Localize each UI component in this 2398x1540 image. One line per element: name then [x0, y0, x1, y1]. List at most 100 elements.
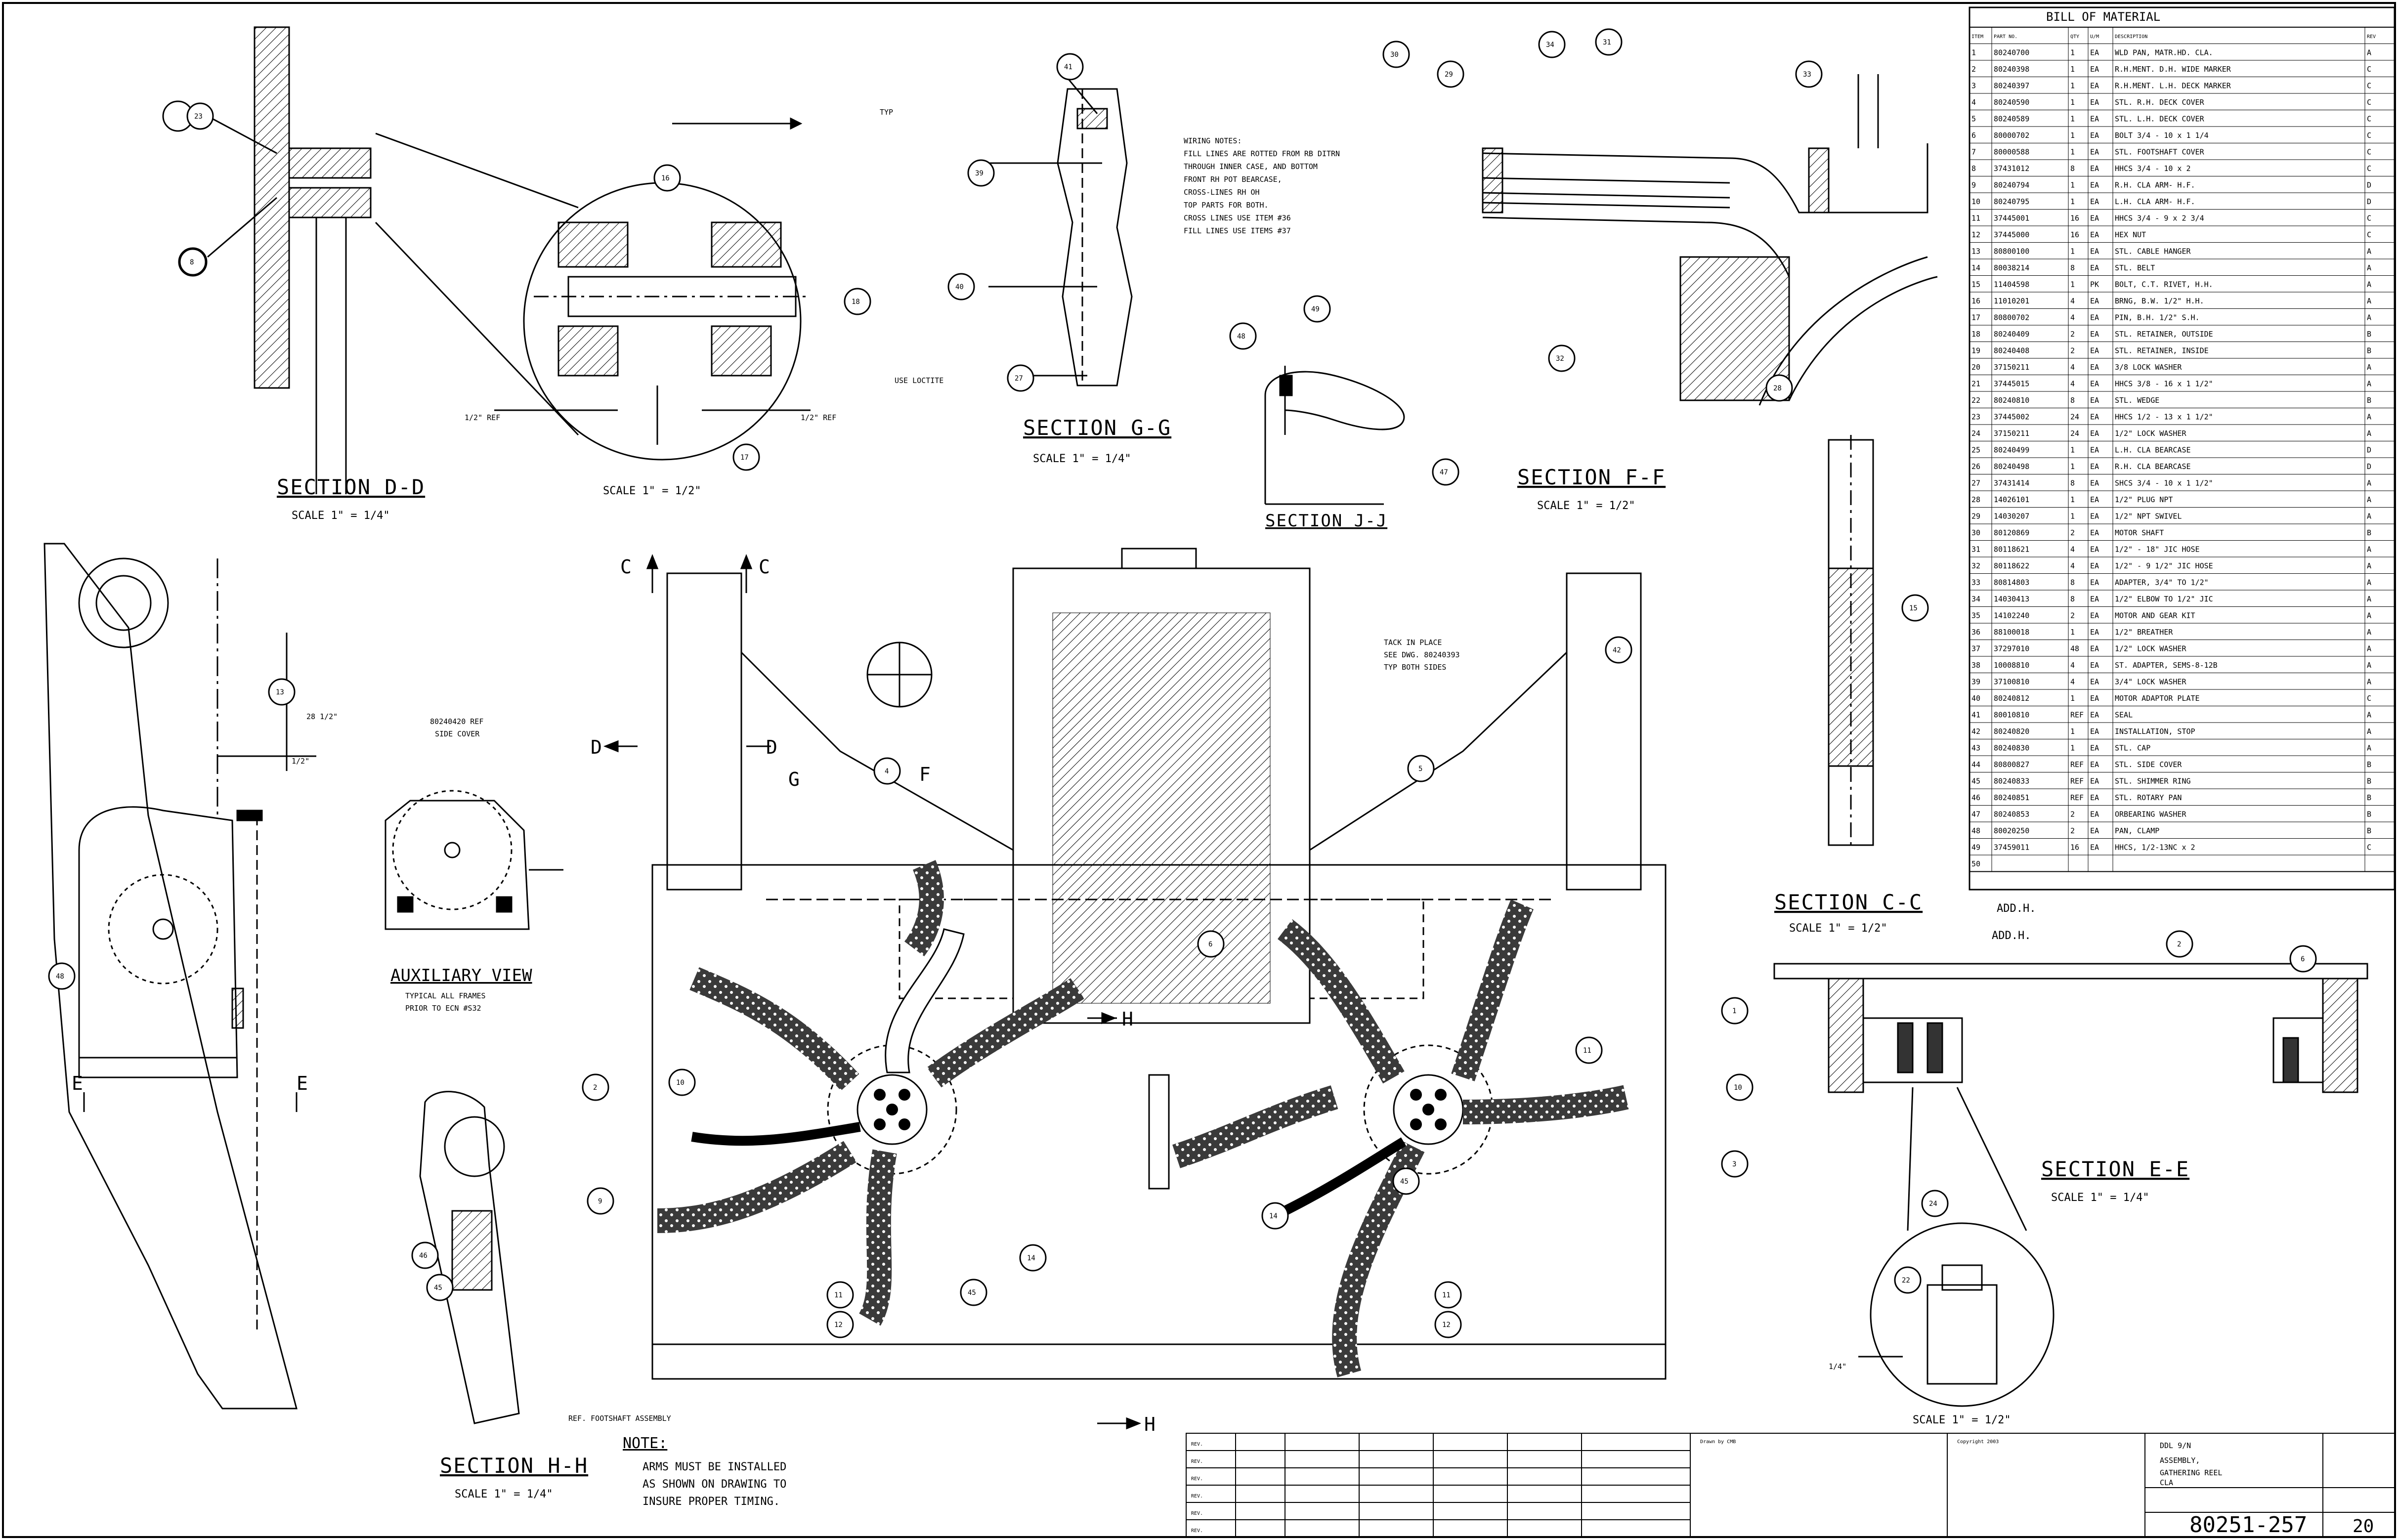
bom-cell: 1 [2070, 197, 2075, 206]
bom-cell: 1 [2070, 181, 2075, 190]
bom-cell: 80240590 [1994, 98, 2029, 107]
bom-cell: STL. FOOTSHAFT COVER [2115, 148, 2205, 157]
balloon-45b-main: 45 [1400, 1178, 1409, 1186]
d-detail-scale: SCALE 1" = 1/2" [603, 485, 701, 497]
section-e-e-title: SECTION E-E [2041, 1157, 2189, 1181]
bom-cell: 49 [1971, 843, 1980, 852]
bom-cell: EA [2090, 380, 2099, 388]
bom-cell: 80118622 [1994, 561, 2029, 570]
balloon-41-g: 41 [1064, 63, 1072, 71]
section-g-g-scale: SCALE 1" = 1/4" [1033, 453, 1131, 465]
bom-cell: MOTOR AND GEAR KIT [2115, 611, 2195, 620]
bom-cell: STL. R.H. DECK COVER [2115, 98, 2205, 107]
bom-cell: 14 [1971, 263, 1980, 272]
bom-cell: 4 [2070, 297, 2075, 305]
c-label-addh-1: ADD.H. [1997, 902, 2036, 915]
bom-cell: 16 [1971, 297, 1980, 305]
bom-cell: 3/8 LOCK WASHER [2115, 363, 2182, 372]
balloon-6-e: 6 [2301, 955, 2305, 963]
bom-cell: STL. SIDE COVER [2115, 760, 2182, 769]
title-copyright: Copyright 2003 [1957, 1439, 1999, 1445]
balloon-2-e: 2 [2177, 941, 2181, 948]
balloon-39-g: 39 [975, 170, 984, 177]
bom-cell: 37459011 [1994, 843, 2029, 852]
bom-header-cell: PART NO. [1994, 34, 2017, 40]
bom-cell: EA [2090, 148, 2099, 157]
bom-cell: 80800827 [1994, 760, 2029, 769]
bom-cell: B [2367, 826, 2371, 835]
tack-note-2: SEE DWG. 80240393 [1384, 650, 1460, 659]
bom-cell: 80240833 [1994, 777, 2029, 786]
bom-cell: BRNG, B.W. 1/2" H.H. [2115, 297, 2204, 305]
bom-cell: B [2367, 330, 2371, 339]
bom-cell: B [2367, 793, 2371, 802]
bom-cell: 17 [1971, 313, 1980, 322]
section-h-h-balloons [411, 1241, 454, 1301]
bom-cell: EA [2090, 810, 2099, 819]
bom-cell: 80240812 [1994, 694, 2029, 703]
balloon-9-main: 9 [598, 1198, 602, 1205]
bom-cell: A [2367, 611, 2371, 620]
section-c-c-view [1828, 435, 1874, 850]
bom-cell: 20 [1971, 363, 1980, 372]
bom-cell: 37445000 [1994, 230, 2029, 239]
bom-cell: 5 [1971, 115, 1976, 124]
bom-cell: 88100018 [1994, 628, 2029, 637]
bom-cell: EA [2090, 777, 2099, 786]
section-f-f-scale: SCALE 1" = 1/2" [1537, 500, 1635, 512]
view-arrow-e-left: E [72, 1072, 83, 1094]
bom-cell: R.H. CLA BEARCASE [2115, 462, 2191, 471]
bom-cell: EA [2090, 528, 2099, 537]
bom-cell: 29 [1971, 512, 1980, 521]
main-note-line-2: AS SHOWN ON DRAWING TO [642, 1478, 786, 1491]
balloon-11-main: 11 [1583, 1047, 1591, 1055]
section-f-f-balloons [1382, 28, 1823, 402]
bom-cell: C [2367, 148, 2371, 157]
balloon-45-main: 45 [968, 1289, 976, 1297]
bom-cell: 1/2" LOCK WASHER [2115, 429, 2186, 438]
bom-cell: 24 [1971, 429, 1980, 438]
bom-cell: 80240498 [1994, 462, 2029, 471]
bom-cell: REF [2070, 711, 2084, 720]
bom-cell: 13 [1971, 247, 1980, 256]
bom-cell: 4 [2070, 561, 2075, 570]
section-g-g-view [988, 69, 1133, 386]
bom-cell: EA [2090, 214, 2099, 223]
bom-cell: A [2367, 280, 2371, 289]
title-field-3: GATHERING REEL [2160, 1468, 2222, 1477]
rev-label-3: REV. [1191, 1476, 1203, 1482]
balloon-15-c: 15 [1909, 604, 1918, 612]
bom-cell: 10008810 [1994, 661, 2029, 670]
bom-cell: EA [2090, 230, 2099, 239]
bom-cell: B [2367, 777, 2371, 786]
bom-cell: 80800702 [1994, 313, 2029, 322]
bom-cell: 80000588 [1994, 148, 2029, 157]
bom-header-cell: QTY [2070, 34, 2079, 40]
balloon-6-main: 6 [1208, 941, 1212, 948]
bom-cell: 40 [1971, 694, 1980, 703]
bom-cell: EA [2090, 644, 2099, 653]
bom-cell: 12 [1971, 230, 1980, 239]
bom-cell: 11010201 [1994, 297, 2029, 305]
wiring-note-line-5: CROSS-LINES RH OH [1184, 188, 1260, 197]
balloon-34-f: 34 [1546, 41, 1554, 49]
section-d-d-view [162, 26, 579, 494]
tack-note-1: TACK IN PLACE [1384, 638, 1442, 647]
rev-label-6: REV. [1191, 1528, 1203, 1534]
bom-cell: 37100810 [1994, 678, 2029, 686]
section-j-j-title: SECTION J-J [1265, 511, 1387, 531]
bom-cell: 1/2" BREATHER [2115, 628, 2173, 637]
bom-cell: D [2367, 462, 2371, 471]
bom-cell: EA [2090, 661, 2099, 670]
balloon-10b-main: 10 [1734, 1084, 1742, 1092]
bom-cell: A [2367, 247, 2371, 256]
bom-cell: EA [2090, 462, 2099, 471]
view-arrow-d-left: D [591, 736, 602, 758]
bom-cell: BOLT, C.T. RIVET, H.H. [2115, 280, 2213, 289]
balloon-28-f: 28 [1773, 385, 1782, 392]
d-detail-ref-right: 1/2" REF [801, 413, 836, 422]
bom-cell: EA [2090, 413, 2099, 422]
bom-cell: 37431012 [1994, 164, 2029, 173]
bom-cell: 9 [1971, 181, 1976, 190]
bom-cell: A [2367, 561, 2371, 570]
